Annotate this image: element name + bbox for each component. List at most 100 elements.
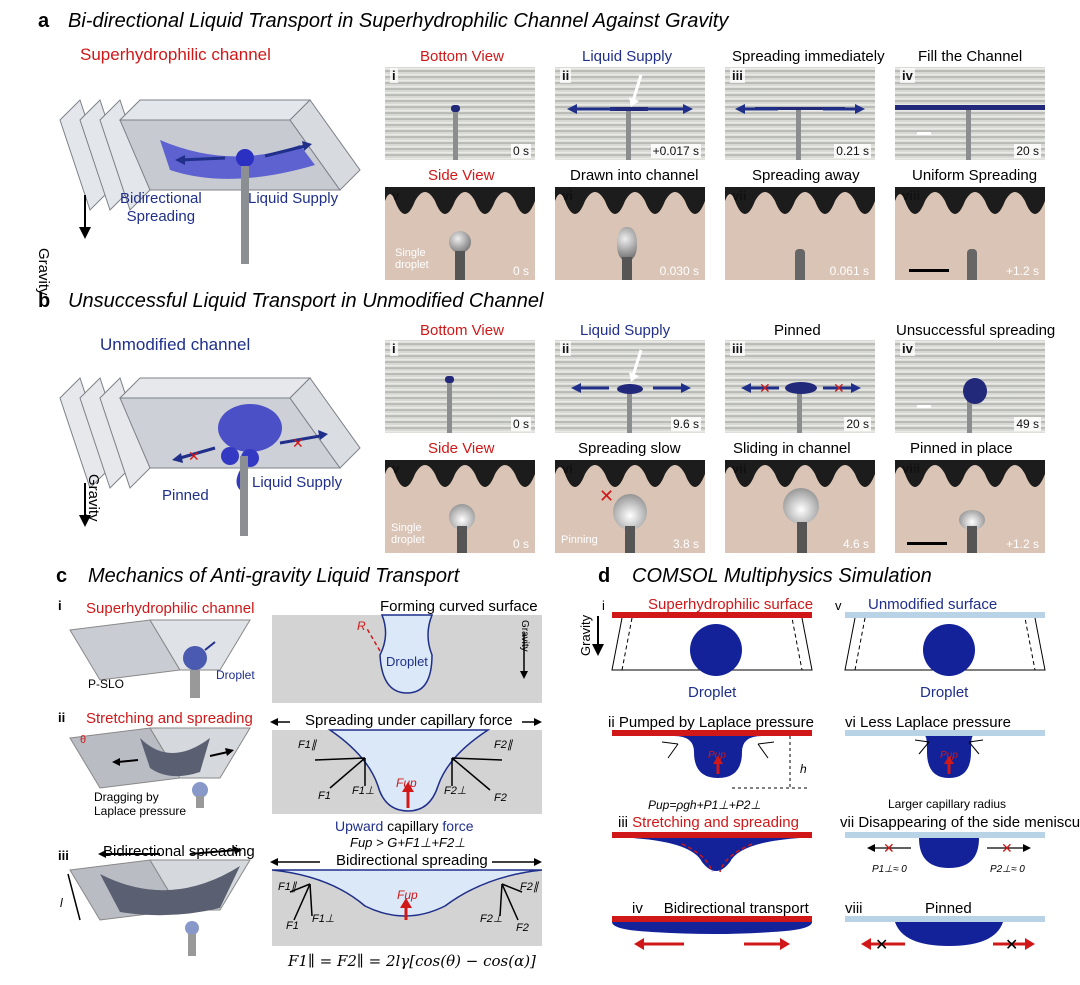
d-viii-diagram: ✕ ✕ xyxy=(845,916,1045,954)
c-i-droplet: Droplet xyxy=(216,668,255,682)
a-photo-iv: iv 20 s xyxy=(895,67,1045,160)
d-iv-roman: iv xyxy=(632,900,643,917)
section-a-letter: a xyxy=(38,10,50,32)
b-top-label-1: Bottom View xyxy=(420,322,504,339)
d-vii-label-row: vii Disappearing of the side meniscus xyxy=(840,814,1080,831)
d-iii-diagram xyxy=(612,832,812,873)
b-v-note: Single droplet xyxy=(391,522,425,546)
b-v-time: 0 s xyxy=(512,537,529,551)
d-iv-label-row: iv Bidirectional transport xyxy=(632,900,809,917)
a-bottom-label-3: Spreading away xyxy=(752,167,860,184)
a-photo-i: i 0 s xyxy=(385,67,535,160)
d-v-droplet: Droplet xyxy=(920,684,969,701)
d-vi-label: Less Laplace pressure xyxy=(860,714,1011,731)
a-v-roman: v xyxy=(392,188,400,203)
a-vi-roman: vi xyxy=(562,188,573,203)
c-i-pslo: P-SLO xyxy=(88,677,125,691)
b-photo-iii: ✕ ✕ iii 20 s xyxy=(725,340,875,433)
c-i-label: Superhydrophilic channel xyxy=(86,600,255,617)
d-i-roman: i xyxy=(602,598,605,613)
d-vii-p1: P1⊥≈ 0 xyxy=(872,864,907,875)
b-iii-time: 20 s xyxy=(844,417,871,431)
a-photo-vii: vii 0.061 s xyxy=(725,187,875,280)
d-ii-roman: ii xyxy=(608,714,615,731)
b-photo-iv: iv 49 s xyxy=(895,340,1045,433)
b-photo-viii: viii +1.2 s xyxy=(895,460,1045,553)
section-d-letter: d xyxy=(598,565,611,587)
svg-text:✕: ✕ xyxy=(188,448,200,464)
c-d3-f2: F2 xyxy=(516,922,529,934)
c-d2-f1p: F1∥ xyxy=(298,739,317,751)
c-i-channel-schematic xyxy=(69,619,251,698)
b-top-label-4: Unsuccessful spreading xyxy=(896,322,1056,339)
c-d3-eq: F1∥ = F2∥ = 2lγ[cos(θ) − cos(α)] xyxy=(288,952,536,970)
c-d3-diagram xyxy=(270,858,543,946)
b-viii-time: +1.2 s xyxy=(1005,537,1039,551)
c-d1-title: Forming curved surface xyxy=(380,598,538,615)
c-iii-label: Bidirectional spreading xyxy=(103,843,255,860)
b-vi-x-icon: ✕ xyxy=(599,486,615,506)
a-gravity-label: Gravity xyxy=(35,248,52,296)
c-d1-diagram xyxy=(272,614,542,703)
b-photo-ii: ii 9.6 s xyxy=(555,340,705,433)
d-ii-pup: Pup xyxy=(708,750,726,761)
a-photo-ii: ii +0.017 s xyxy=(555,67,705,160)
c-i-roman: i xyxy=(58,598,62,613)
a-i-time: 0 s xyxy=(510,144,531,158)
svg-text:✕: ✕ xyxy=(1001,840,1013,856)
c-d2-f1: F1 xyxy=(318,790,331,802)
b-channel-schematic: ✕ ✕ xyxy=(59,377,361,536)
b-iv-roman: iv xyxy=(900,341,915,356)
a-i-roman: i xyxy=(390,68,398,83)
d-ii-label-row: ii Pumped by Laplace pressure xyxy=(608,714,814,731)
a-viii-time: +1.2 s xyxy=(1005,264,1039,278)
d-v-label: Unmodified surface xyxy=(868,596,998,613)
a-photo-viii: viii +1.2 s xyxy=(895,187,1045,280)
svg-text:✕: ✕ xyxy=(292,435,304,451)
b-iii-roman: iii xyxy=(730,341,745,356)
b-supply-label: Liquid Supply xyxy=(252,474,343,491)
c-ii-drag: Dragging by Laplace pressure xyxy=(94,790,187,818)
d-i-droplet: Droplet xyxy=(688,684,737,701)
a-vii-roman: vii xyxy=(732,188,747,203)
c-ii-label: Stretching and spreading xyxy=(86,710,253,727)
d-vi-roman: vi xyxy=(845,714,856,731)
d-ii-h: h xyxy=(800,762,807,776)
c-d1-gravity: Gravity xyxy=(519,620,530,652)
d-v-roman: v xyxy=(835,598,842,613)
a-bottom-label-2: Drawn into channel xyxy=(570,167,699,184)
svg-text:✕: ✕ xyxy=(883,840,895,856)
d-vi-note: Larger capillary radius xyxy=(888,797,1007,811)
c-d2-title: Spreading under capillary force xyxy=(305,712,513,729)
a-top-label-2: Liquid Supply xyxy=(582,48,673,65)
section-b-title: Unsuccessful Liquid Transport in Unmodif… xyxy=(68,290,544,312)
a-ii-roman: ii xyxy=(560,68,572,83)
section-a-title: Bi-directional Liquid Transport in Super… xyxy=(68,10,729,32)
d-ii-eq: Pup=ρgh+P1⊥+P2⊥ xyxy=(648,798,761,812)
d-i-label: Superhydrophilic surface xyxy=(648,596,814,613)
c-d2-caption: Upward capillary force xyxy=(335,818,474,834)
b-top-label-2: Liquid Supply xyxy=(580,322,671,339)
b-top-label-3: Pinned xyxy=(774,322,821,339)
c-d2-f1n: F1⊥ xyxy=(352,785,375,797)
a-photo-iii: iii 0.21 s xyxy=(725,67,875,160)
a-spreading-label: Bidirectional Spreading xyxy=(120,190,202,225)
a-v-time: 0 s xyxy=(512,264,529,278)
d-vi-diagram xyxy=(845,730,1045,778)
a-top-label-3: Spreading immediately xyxy=(732,48,885,65)
b-ii-roman: ii xyxy=(560,341,572,356)
svg-text:✕: ✕ xyxy=(759,380,771,396)
a-iv-time: 20 s xyxy=(1014,144,1041,158)
svg-text:✕: ✕ xyxy=(833,380,845,396)
a-bottom-label-4: Uniform Spreading xyxy=(912,167,1038,184)
a-bottom-label-1: Side View xyxy=(428,167,495,184)
c-ii-channel-schematic xyxy=(69,727,251,808)
d-vii-diagram: ✕ ✕ xyxy=(845,832,1045,868)
d-iii-label: Stretching and spreading xyxy=(632,814,799,831)
d-vii-label: Disappearing of the side meniscus xyxy=(858,814,1080,831)
c-d2-f2p: F2∥ xyxy=(494,739,513,751)
c-iii-roman: iii xyxy=(58,848,69,863)
d-iv-diagram xyxy=(612,916,812,950)
b-bottom-label-3: Sliding in channel xyxy=(733,440,851,457)
b-bottom-label-1: Side View xyxy=(428,440,495,457)
